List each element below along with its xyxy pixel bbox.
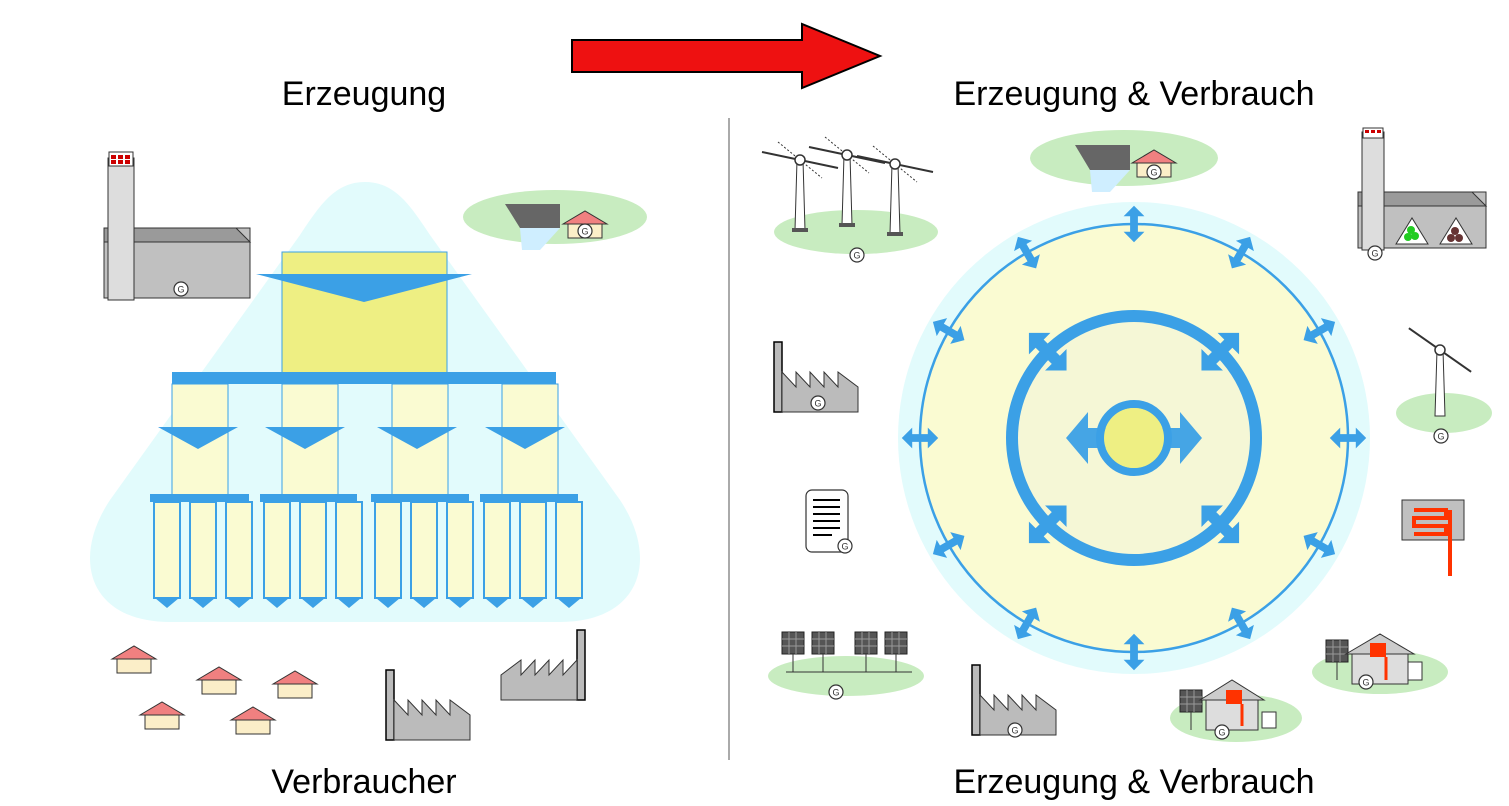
feeder-column: [263, 501, 291, 599]
heat-storage-icon: [1401, 499, 1465, 576]
feeder-arrow: [301, 598, 325, 608]
factory-generator-icon-bottom: [971, 664, 1057, 738]
factory-generator-icon: [773, 341, 859, 413]
transmission-bus: [172, 372, 556, 384]
feeder-column: [555, 501, 583, 599]
feeder-column: [374, 501, 402, 599]
feeder-arrow: [265, 598, 289, 608]
feeder-arrow: [191, 598, 215, 608]
label-generation: Erzeugung: [281, 75, 447, 113]
storage-icon: [805, 489, 853, 554]
prosumer-house-icon: [1170, 679, 1302, 742]
distribution-level: [150, 383, 578, 502]
label-consumers: Verbraucher: [271, 763, 457, 801]
feeder-arrow: [412, 598, 436, 608]
feeder-arrow: [227, 598, 251, 608]
hydro-plant-icon: [463, 190, 647, 250]
solar-park-icon: [768, 631, 924, 700]
label-generation-consumption-top: Erzeugung & Verbrauch: [953, 75, 1315, 113]
central-down-arrow: [256, 274, 472, 302]
feeder-column: [483, 501, 511, 599]
consumer-houses: [111, 645, 318, 735]
feeder-arrow: [376, 598, 400, 608]
feeder-arrow: [337, 598, 361, 608]
feeder-arrow: [448, 598, 472, 608]
feeder-arrow: [485, 598, 509, 608]
consumer-feeders: [153, 501, 583, 608]
feeder-column: [225, 501, 253, 599]
prosumer-house-icon-2: [1312, 633, 1448, 694]
consumer-factory-icon: [385, 629, 586, 741]
feeder-column: [446, 501, 474, 599]
label-generation-consumption-bottom: Erzeugung & Verbrauch: [953, 763, 1315, 801]
transition-arrow: [571, 22, 883, 90]
hydro-plant-icon-right: [1030, 130, 1218, 192]
feeder-column: [335, 501, 363, 599]
feeder-column: [153, 501, 181, 599]
feeder-column: [410, 501, 438, 599]
central-generation-block: [281, 251, 448, 375]
feeder-arrow: [557, 598, 581, 608]
feeder-arrow: [155, 598, 179, 608]
feeder-arrow: [521, 598, 545, 608]
wind-turbine-icon: [1396, 327, 1492, 444]
wind-park-icon: [761, 136, 938, 263]
feeder-column: [299, 501, 327, 599]
decentral-grid: [898, 202, 1370, 674]
power-plant-icon: [103, 151, 252, 301]
biomass-plant-icon: [1357, 127, 1488, 261]
feeder-column: [189, 501, 217, 599]
feeder-column: [519, 501, 547, 599]
